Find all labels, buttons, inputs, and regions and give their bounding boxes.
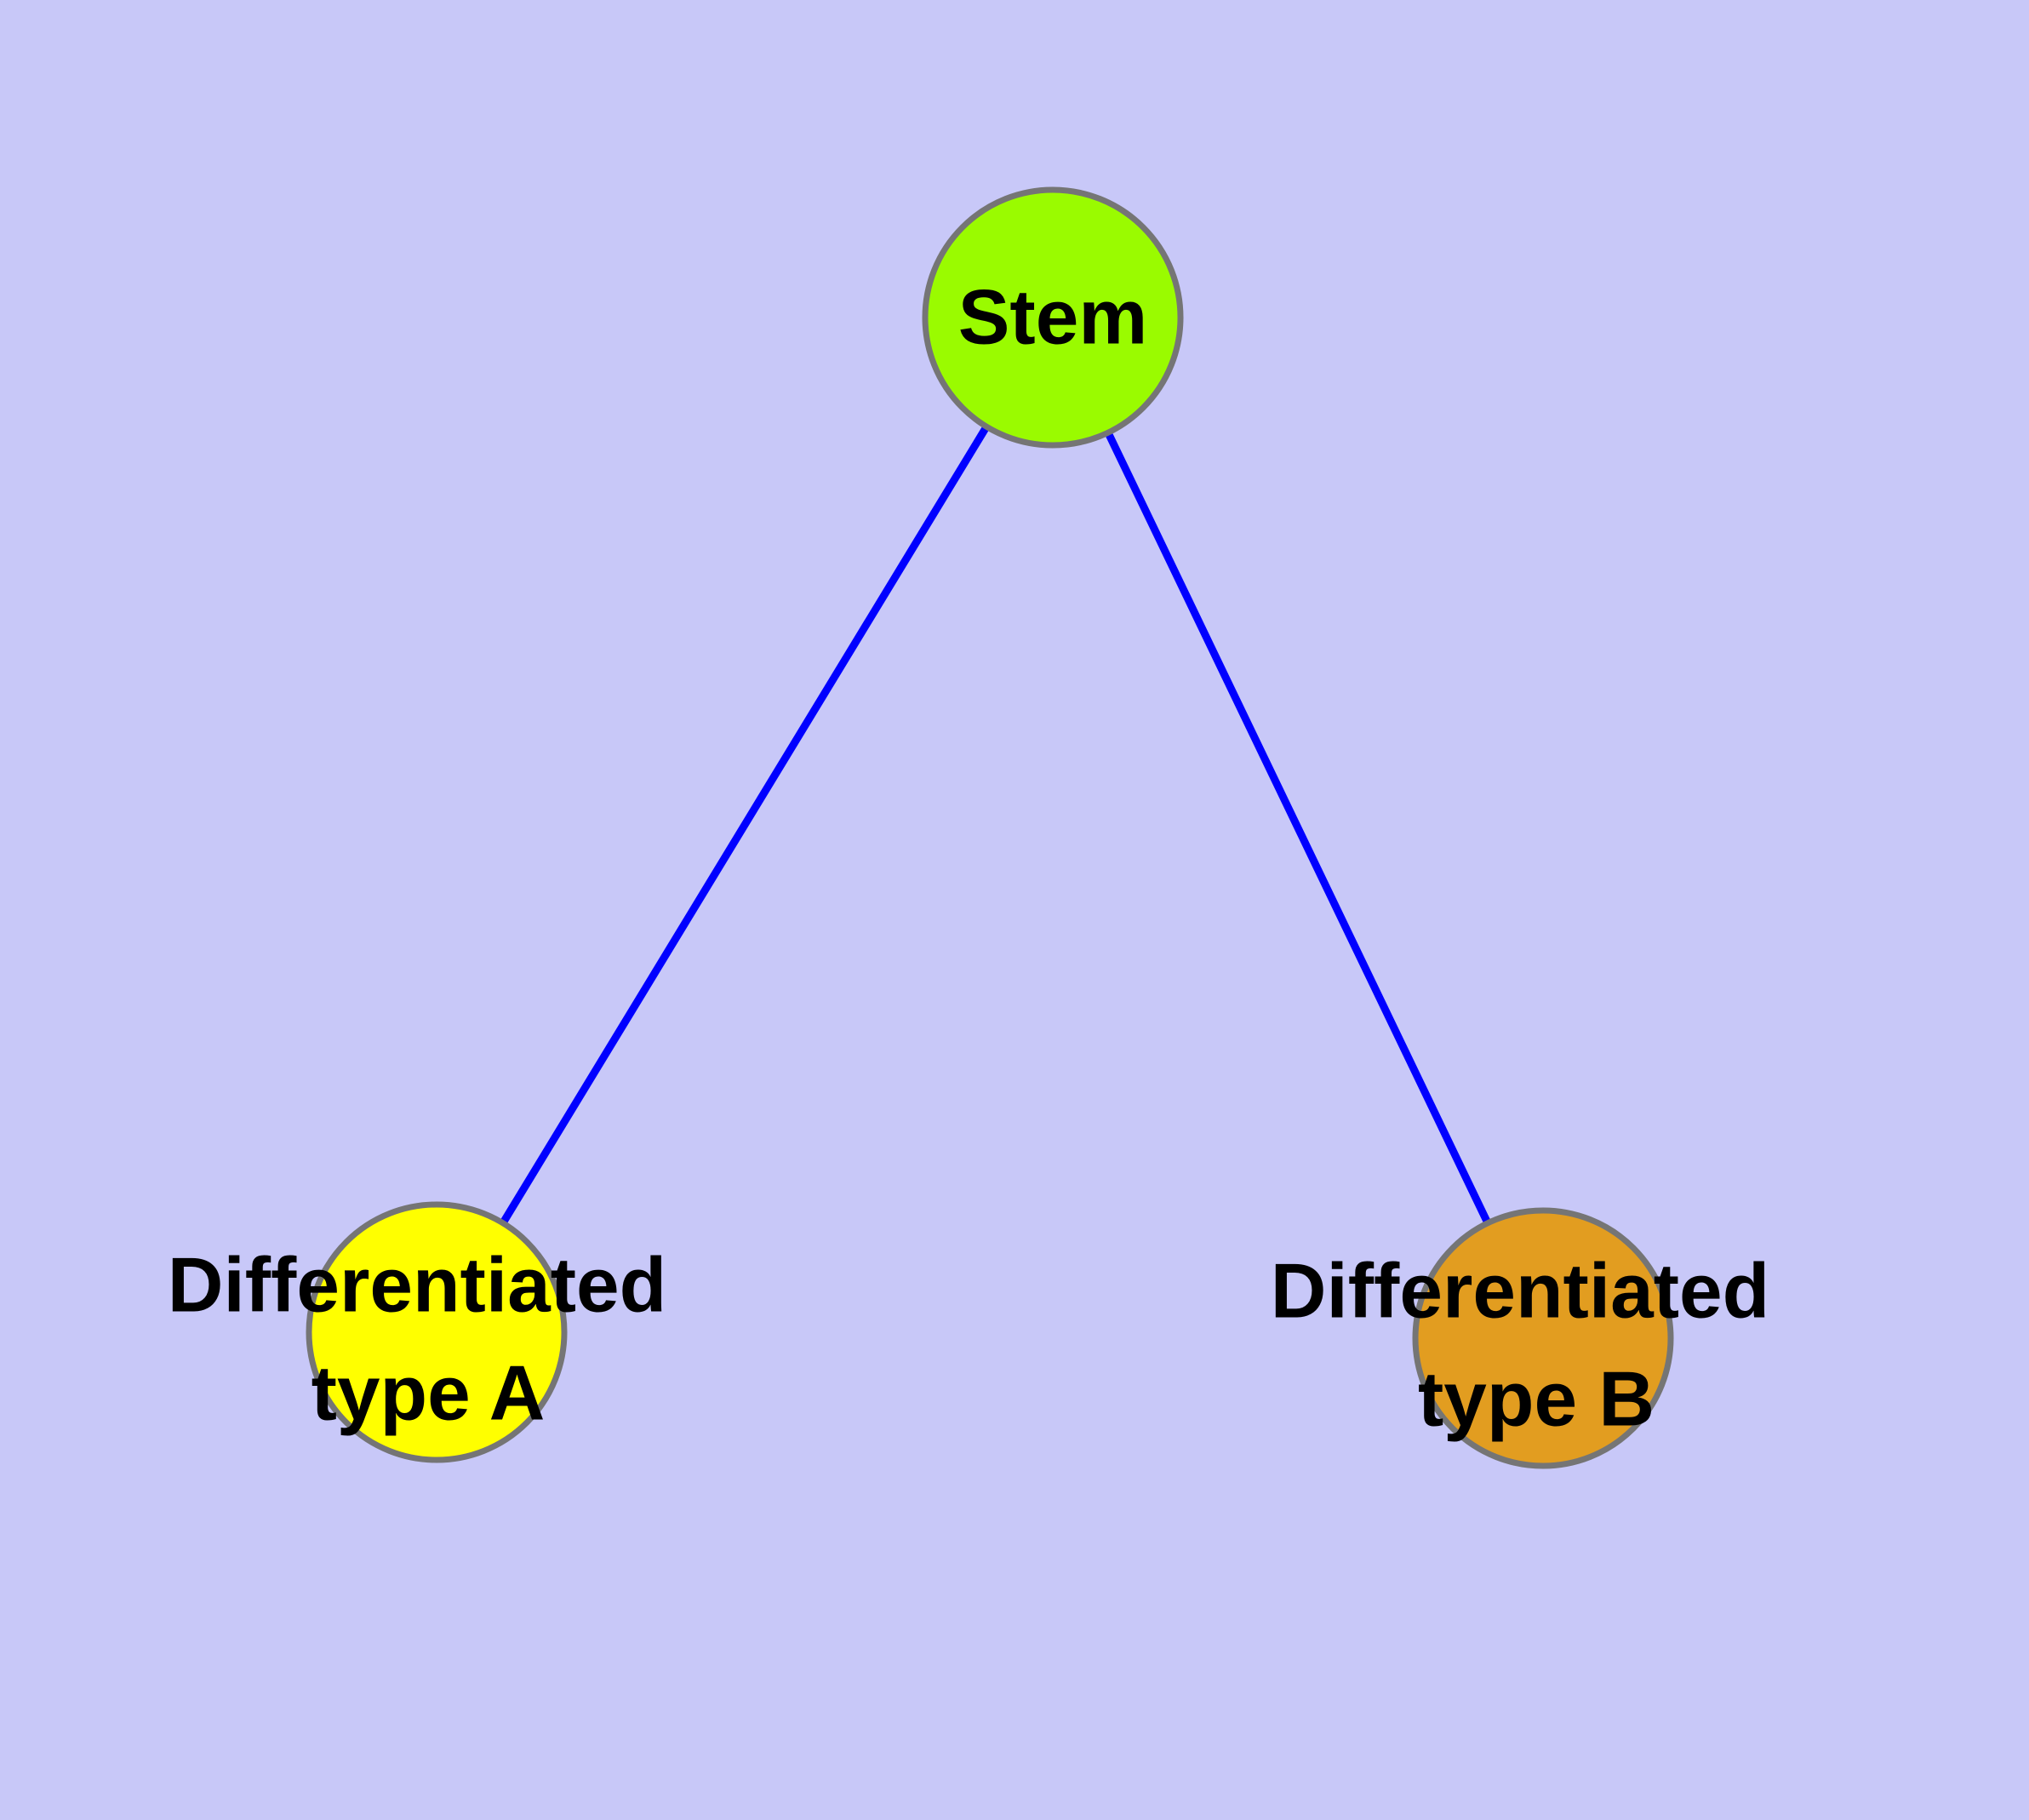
node-stem-label: Stem — [958, 275, 1148, 361]
node-type-a-label-line1: Differentiated — [168, 1243, 667, 1329]
node-type-b-label-line2: type B — [1418, 1357, 1655, 1443]
node-type-b-label-line1: Differentiated — [1271, 1249, 1770, 1335]
edge-stem-to-type-b — [1049, 316, 1547, 1340]
edge-stem-to-type-a — [433, 315, 1056, 1335]
node-type-a-label-line2: type A — [311, 1351, 546, 1437]
node-differentiated-type-b — [1412, 1207, 1674, 1469]
node-differentiated-type-a — [306, 1201, 568, 1463]
node-stem — [922, 186, 1184, 449]
